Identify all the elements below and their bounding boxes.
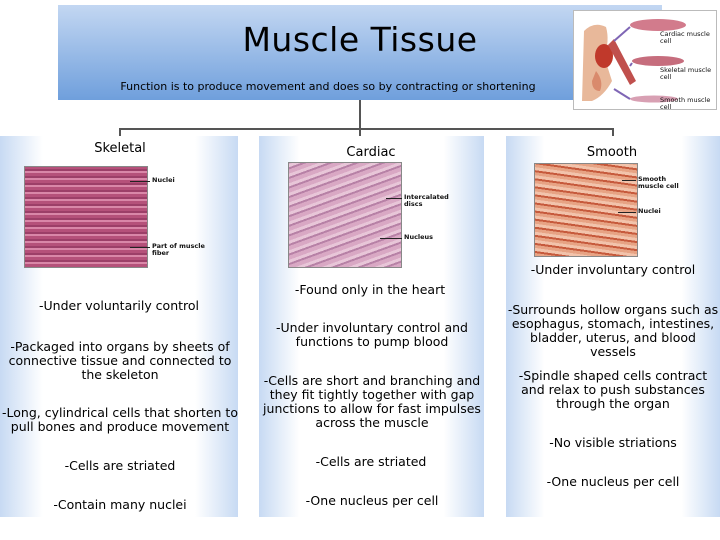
skeletal-point: -Under voluntarily control xyxy=(38,298,200,313)
smooth-pointer-2 xyxy=(618,212,636,213)
cardiac-heading: Cardiac xyxy=(346,145,396,160)
inset-label-cardiac: Cardiac muscle cell xyxy=(660,30,710,45)
smooth-point: -Spindle shaped cells contract and relax… xyxy=(518,368,708,411)
cardiac-label-discs: Intercalated discs xyxy=(404,193,449,208)
smooth-pointer-1 xyxy=(622,180,636,181)
cardiac-pointer-1 xyxy=(386,198,402,199)
skeletal-label-nuclei: Nuclei xyxy=(152,176,175,184)
page-subtitle: Function is to produce movement and does… xyxy=(120,80,536,93)
smooth-point: -Surrounds hollow organs such as esophag… xyxy=(507,302,719,359)
smooth-heading: Smooth xyxy=(586,145,638,160)
cardiac-point: -Cells are short and branching and they … xyxy=(263,373,481,430)
skeletal-pointer-2 xyxy=(130,247,150,248)
cardiac-label-nucleus: Nucleus xyxy=(404,233,434,241)
page-title: Muscle Tissue xyxy=(242,20,478,59)
connector-right xyxy=(612,128,614,138)
skeletal-micrograph xyxy=(24,166,148,268)
skeletal-point: -Contain many nuclei xyxy=(53,497,187,512)
smooth-label-cell: Smooth muscle cell xyxy=(638,175,679,190)
cardiac-point: -Under involuntary control and functions… xyxy=(276,320,468,349)
skeletal-point: -Long, cylindrical cells that shorten to… xyxy=(2,405,238,434)
skeletal-heading: Skeletal xyxy=(94,141,146,156)
skeletal-point: -Cells are striated xyxy=(64,458,176,473)
skeletal-label-fiber: Part of muscle fiber xyxy=(152,242,205,257)
smooth-micrograph xyxy=(534,163,638,257)
skeletal-point: -Packaged into organs by sheets of conne… xyxy=(8,339,232,382)
smooth-point: -Under involuntary control xyxy=(530,262,696,277)
cardiac-pointer-2 xyxy=(380,238,402,239)
connector-middle xyxy=(359,128,361,138)
smooth-point: -One nucleus per cell xyxy=(546,474,680,489)
cardiac-point: -Found only in the heart xyxy=(294,282,446,297)
connector-left xyxy=(119,128,121,138)
title-banner xyxy=(58,5,662,100)
cardiac-point: -Cells are striated xyxy=(315,454,427,469)
skeletal-pointer-1 xyxy=(130,181,150,182)
muscle-types-inset: Cardiac muscle cell Skeletal muscle cell… xyxy=(573,10,717,111)
inset-label-smooth: Smooth muscle cell xyxy=(660,96,711,111)
inset-label-skeletal: Skeletal muscle cell xyxy=(660,66,712,81)
connector-trunk xyxy=(359,100,361,128)
anatomy-illustration xyxy=(582,19,686,103)
connector-bar xyxy=(119,128,614,130)
cardiac-point: -One nucleus per cell xyxy=(305,493,439,508)
smooth-label-nuclei: Nuclei xyxy=(638,207,661,215)
smooth-point: -No visible striations xyxy=(549,435,677,450)
cardiac-micrograph xyxy=(288,162,402,268)
